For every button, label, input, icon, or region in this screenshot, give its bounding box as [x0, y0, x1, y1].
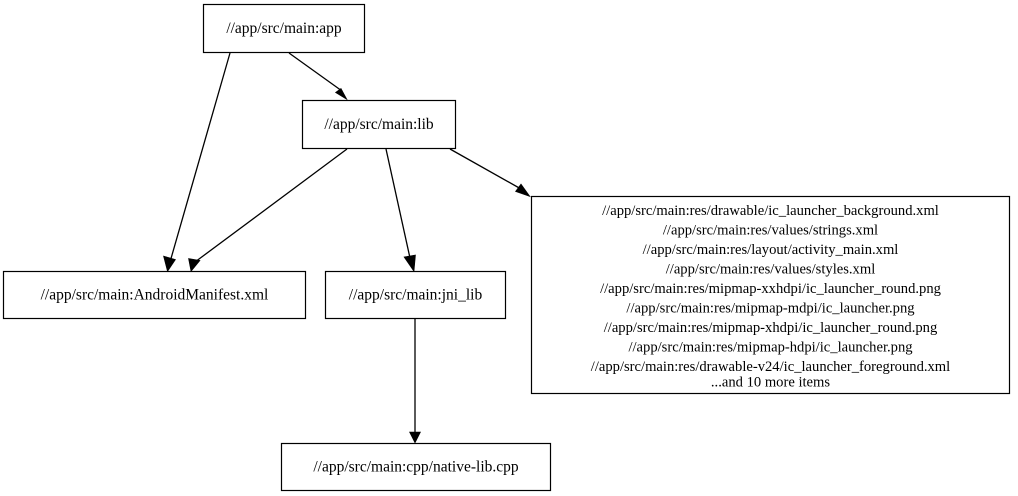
resources-line-7: //app/src/main:res/mipmap-xhdpi/ic_launc… — [604, 320, 938, 336]
resources-line-8: //app/src/main:res/mipmap-hdpi/ic_launch… — [628, 340, 913, 356]
node-native-lib-cpp[interactable]: //app/src/main:cpp/native-lib.cpp — [280, 442, 552, 492]
edge-lib-to-resources-group — [449, 148, 531, 198]
node-lib-label: //app/src/main:lib — [324, 116, 434, 133]
resources-line-3: //app/src/main:res/layout/activity_main.… — [643, 242, 899, 258]
resources-line-5: //app/src/main:res/mipmap-xxhdpi/ic_laun… — [600, 281, 942, 297]
node-app[interactable]: //app/src/main:app — [202, 3, 366, 54]
edge-lib-to-jni-lib — [385, 148, 416, 273]
edge-lib-to-android-manifest — [188, 148, 348, 273]
node-jni-lib[interactable]: //app/src/main:jni_lib — [324, 270, 507, 320]
edge-jni-lib-to-native-lib — [409, 319, 421, 444]
resources-line-2: //app/src/main:res/values/strings.xml — [663, 223, 878, 239]
resources-line-10: ...and 10 more items — [711, 375, 830, 391]
node-native-lib-cpp-label: //app/src/main:cpp/native-lib.cpp — [313, 459, 519, 476]
edge-app-to-android-manifest — [163, 52, 231, 273]
node-android-manifest[interactable]: //app/src/main:AndroidManifest.xml — [2, 270, 307, 320]
resources-line-6: //app/src/main:res/mipmap-mdpi/ic_launch… — [626, 301, 915, 317]
node-jni-lib-label: //app/src/main:jni_lib — [349, 287, 483, 304]
node-resources-group[interactable]: //app/src/main:res/drawable/ic_launcher_… — [530, 195, 1011, 395]
resources-line-4: //app/src/main:res/values/styles.xml — [666, 262, 876, 278]
node-android-manifest-label: //app/src/main:AndroidManifest.xml — [41, 287, 269, 304]
node-lib[interactable]: //app/src/main:lib — [301, 99, 457, 150]
node-app-label: //app/src/main:app — [226, 20, 342, 37]
resources-line-1: //app/src/main:res/drawable/ic_launcher_… — [602, 203, 939, 219]
edge-app-to-lib — [288, 52, 348, 101]
resources-line-9: //app/src/main:res/drawable-v24/ic_launc… — [591, 359, 950, 375]
